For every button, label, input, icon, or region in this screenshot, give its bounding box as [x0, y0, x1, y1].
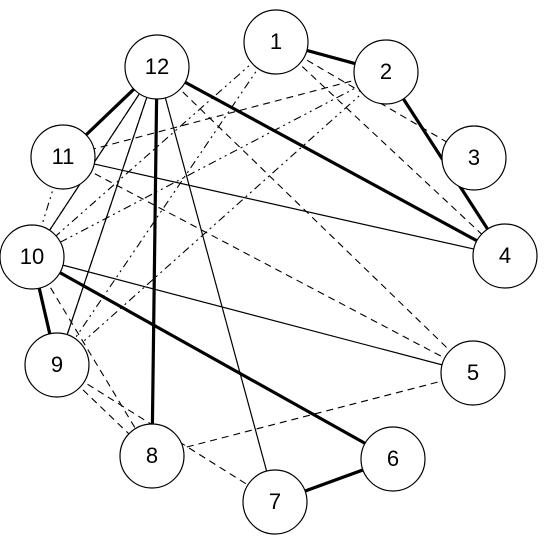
node-circle — [243, 9, 309, 75]
edge-1-10-dashdot — [31, 41, 277, 258]
edge-1-9-dashdot — [56, 41, 277, 366]
node-circle — [472, 223, 538, 289]
node-label: 12 — [145, 54, 169, 79]
edge-12-7-thin — [156, 66, 276, 503]
node-label: 9 — [51, 352, 63, 377]
node-circle — [30, 124, 96, 190]
node-4: 4 — [472, 223, 538, 289]
node-label: 6 — [387, 446, 399, 471]
node-label: 10 — [20, 244, 44, 269]
edge-2-11-dashed — [62, 71, 387, 158]
node-circle — [353, 39, 419, 105]
edge-11-10-dashdot — [31, 156, 64, 258]
node-circle — [24, 332, 90, 398]
edge-1-4-dashed — [275, 41, 506, 257]
node-3: 3 — [441, 125, 507, 191]
node-label: 11 — [52, 144, 75, 169]
node-label: 5 — [467, 360, 479, 385]
node-circle — [440, 340, 506, 406]
node-circle — [0, 224, 65, 290]
edge-layer — [30, 40, 507, 504]
node-label: 4 — [499, 243, 511, 268]
edge-12-4-dashdot — [156, 66, 506, 257]
node-9: 9 — [24, 332, 90, 398]
edge-10-5-thin — [31, 256, 474, 374]
node-12: 12 — [124, 34, 190, 100]
node-10: 10 — [0, 224, 65, 290]
edge-12-9-dashed — [56, 66, 158, 366]
node-2: 2 — [353, 39, 419, 105]
node-6: 6 — [360, 426, 426, 492]
node-1: 1 — [243, 9, 309, 75]
edge-12-8-thick — [150, 66, 159, 457]
edge-8-5-dashed — [151, 372, 474, 457]
node-label: 2 — [380, 59, 392, 84]
node-11: 11 — [30, 124, 96, 190]
node-5: 5 — [440, 340, 506, 406]
node-8: 8 — [119, 423, 185, 489]
edge-9-7-dashed — [56, 364, 276, 503]
node-7: 7 — [242, 469, 308, 535]
edge-2-9-dashdot — [56, 71, 387, 366]
edge-10-6-thick — [31, 255, 394, 461]
edge-11-4-thin — [62, 156, 506, 257]
edge-12-10-dashdot — [31, 66, 158, 258]
node-label: 3 — [468, 145, 480, 170]
edge-10-8-dashed — [31, 256, 153, 457]
node-circle — [242, 469, 308, 535]
node-circle — [124, 34, 190, 100]
edge-12-5-dashed — [156, 66, 474, 374]
node-circle — [119, 423, 185, 489]
node-label: 7 — [269, 489, 281, 514]
node-label: 1 — [270, 29, 282, 54]
node-circle — [441, 125, 507, 191]
node-label: 8 — [146, 443, 158, 468]
edge-2-10-dashdot — [31, 71, 387, 258]
edge-11-5-dashed — [62, 156, 474, 374]
node-circle — [360, 426, 426, 492]
